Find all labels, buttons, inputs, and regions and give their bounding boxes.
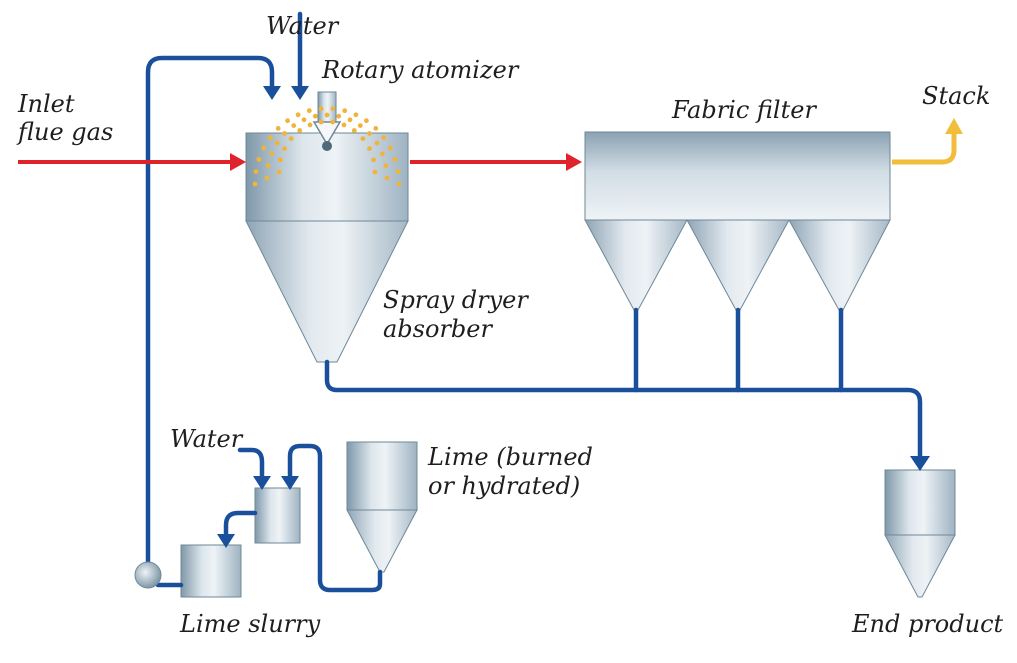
spray-droplet — [278, 157, 283, 163]
spray-droplet — [312, 113, 318, 119]
lime-silo — [346, 441, 418, 573]
spray-droplet — [288, 136, 294, 142]
inlet-label-line1: Inlet — [17, 90, 75, 118]
spray-droplet — [285, 118, 290, 124]
spray-droplet — [351, 128, 357, 133]
stack-flow — [892, 118, 963, 165]
fabric-filter — [584, 131, 891, 311]
blue-arrowheads — [217, 86, 930, 548]
spray-droplet — [256, 157, 262, 162]
spray-droplet — [301, 117, 307, 123]
spray-droplet — [318, 106, 324, 112]
slurry-feed-pipe — [145, 55, 275, 575]
spray-droplet — [336, 113, 342, 119]
spray-droplet — [330, 106, 336, 112]
spray-droplet — [297, 128, 303, 133]
spray-droplet — [395, 169, 401, 175]
water-bottom-label: Water — [170, 425, 244, 453]
spray-droplet — [372, 169, 378, 175]
spray-droplet — [364, 118, 369, 124]
spray-droplet — [367, 146, 372, 152]
product-collection-pipe — [324, 359, 923, 461]
arrow-down-icon — [263, 86, 281, 100]
spray-droplet — [261, 145, 267, 151]
end-product-hopper — [884, 469, 956, 598]
spray-droplet — [347, 117, 353, 123]
flue-gas-flow — [18, 153, 582, 171]
spray-droplet — [381, 135, 387, 141]
arrow-up-icon — [945, 118, 963, 134]
slurry-pump — [134, 561, 162, 589]
spray-droplet — [264, 175, 270, 181]
stack-label: Stack — [922, 82, 990, 110]
lime-slurry-tank — [180, 544, 242, 598]
spray-droplet — [353, 112, 359, 118]
spray-droplet — [392, 157, 398, 162]
labels: Inlet flue gas Water Rotary atomizer Fab… — [16, 12, 1004, 638]
arrow-down-icon — [217, 534, 235, 548]
slurry-and-water-pipes — [145, 11, 923, 593]
arrow-down-icon — [910, 456, 930, 471]
fabric-filter-label: Fabric filter — [671, 96, 817, 124]
spray-droplet — [324, 112, 330, 118]
water-top-label: Water — [266, 12, 340, 40]
arrow-down-icon — [253, 476, 271, 490]
lime-slurry-label: Lime slurry — [179, 610, 321, 638]
spray-droplet — [306, 108, 312, 114]
spray-droplet — [276, 169, 282, 175]
spray-droplet — [265, 163, 271, 169]
mixing-tank-small — [254, 487, 301, 544]
arrow-down-icon — [291, 86, 309, 100]
rotary-atomizer — [312, 91, 342, 151]
spray-droplet — [274, 140, 280, 146]
spray-droplet — [374, 140, 380, 146]
spray-droplet — [357, 123, 363, 128]
spray-droplet — [371, 157, 376, 163]
arrow-down-icon — [281, 476, 299, 490]
spray-droplet — [373, 125, 379, 131]
spray-droplet — [295, 112, 301, 118]
spray-droplet — [342, 108, 348, 114]
spray-dryer-label-line2: absorber — [383, 315, 493, 343]
spray-droplet — [330, 119, 336, 125]
end-product-label: End product — [851, 610, 1004, 638]
spray-droplet — [253, 169, 259, 175]
tank-transfer-pipe — [223, 510, 258, 539]
arrow-right-icon — [230, 153, 246, 171]
spray-droplet — [252, 181, 258, 187]
spray-droplet — [360, 136, 366, 142]
spray-droplet — [269, 151, 274, 157]
spray-droplet — [396, 181, 402, 187]
rotary-atomizer-label: Rotary atomizer — [321, 56, 520, 84]
spray-droplet — [380, 151, 385, 157]
spray-droplet — [384, 175, 390, 181]
spray-droplets — [252, 106, 402, 187]
spray-droplet — [282, 131, 287, 136]
spray-droplet — [318, 119, 324, 125]
spray-droplet — [341, 122, 347, 128]
lime-feed-pipe — [287, 443, 383, 593]
spray-droplet — [307, 122, 313, 128]
spray-droplet — [291, 123, 297, 128]
spray-dryer-label-line1: Spray dryer — [383, 286, 529, 314]
water-to-tank-pipe — [237, 447, 265, 481]
arrow-right-icon — [566, 153, 582, 171]
lime-label-line2: or hydrated) — [428, 472, 580, 500]
spray-droplet — [267, 135, 273, 141]
spray-droplet — [383, 163, 389, 169]
spray-droplet — [387, 145, 393, 151]
spray-droplet — [275, 125, 281, 131]
inlet-label-line2: flue gas — [16, 118, 113, 146]
lime-label-line1: Lime (burned — [427, 443, 593, 471]
spray-droplet — [282, 146, 287, 152]
spray-droplet — [367, 131, 372, 136]
